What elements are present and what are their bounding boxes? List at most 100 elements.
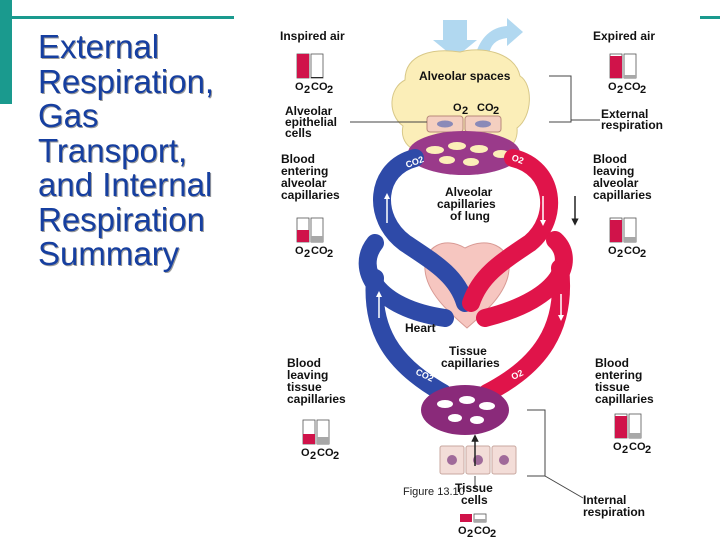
svg-text:2: 2 — [467, 528, 473, 540]
svg-text:2: 2 — [304, 248, 310, 260]
tissue-capillary-gap-3 — [479, 402, 495, 410]
label-heart: Heart — [405, 321, 436, 335]
svg-text:CO: CO — [474, 525, 491, 537]
svg-text:2: 2 — [622, 444, 628, 456]
tissue-capillary-bed — [421, 385, 509, 435]
alveolar-capillary-gap-5 — [439, 156, 455, 164]
deoxygenated-vessel-upper — [373, 149, 474, 312]
inspired-air-arrow — [433, 20, 477, 58]
label-blood-entering-tissue-1: Blood — [595, 356, 629, 370]
label-blood-leaving-alveolar-2: leaving — [593, 164, 634, 178]
svg-text:O: O — [608, 245, 617, 257]
label-alveolar-capillaries-1: Alveolar — [445, 185, 493, 199]
label-alveolar-epithelial-2: epithelial — [285, 115, 337, 129]
label-blood-entering-alveolar-2: entering — [281, 164, 328, 178]
deoxygenated-vessel-to-tissue — [365, 269, 452, 402]
label-tissue-cells-1: Tissue — [455, 481, 493, 495]
label-blood-leaving-alveolar-3: alveolar — [593, 176, 639, 190]
svg-text:CO: CO — [629, 441, 646, 453]
svg-text:O: O — [458, 525, 467, 537]
oxygenated-vessel-to-tissue — [478, 259, 571, 402]
svg-text:CO: CO — [477, 102, 494, 114]
svg-text:2: 2 — [310, 450, 316, 462]
label-blood-leaving-tissue-2: leaving — [287, 368, 328, 382]
svg-text:O: O — [608, 81, 617, 93]
vessel-label-o2-lower: O2 — [510, 368, 525, 382]
label-tissue-capillaries-2: capillaries — [441, 356, 500, 370]
svg-text:2: 2 — [640, 248, 646, 260]
label-alveolar-spaces: Alveolar spaces — [419, 69, 511, 83]
label-alveolar-epithelial-3: cells — [285, 126, 312, 140]
alveolar-capillary-gap-6 — [463, 158, 479, 166]
svg-text:CO: CO — [311, 245, 328, 257]
leader-internal-respiration — [544, 475, 584, 499]
tissue-cell-nucleus-1 — [447, 455, 457, 465]
figure-caption: Figure 13.10 — [403, 486, 465, 498]
label-external-respiration-1: External — [601, 107, 648, 121]
label-blood-leaving-tissue-3: tissue — [287, 380, 322, 394]
top-rule — [12, 16, 234, 19]
label-tissue-capillaries-1: Tissue — [449, 344, 487, 358]
svg-text:2: 2 — [304, 84, 310, 96]
alveolar-capillary-gap-3 — [470, 145, 488, 153]
epithelial-nucleus-right — [475, 120, 491, 128]
label-blood-entering-tissue-2: entering — [595, 368, 642, 382]
expired-air-arrow — [475, 18, 523, 56]
label-blood-entering-alveolar-1: Blood — [281, 152, 315, 166]
svg-text:O: O — [453, 102, 462, 114]
svg-text:CO: CO — [624, 81, 641, 93]
oxygenated-vessel-upper — [462, 149, 559, 312]
svg-text:2: 2 — [617, 84, 623, 96]
svg-text:CO: CO — [311, 81, 328, 93]
svg-text:2: 2 — [333, 450, 339, 462]
svg-text:CO: CO — [624, 245, 641, 257]
svg-text:CO: CO — [317, 447, 334, 459]
svg-text:2: 2 — [327, 248, 333, 260]
label-internal-respiration-1: Internal — [583, 493, 626, 507]
svg-text:2: 2 — [493, 105, 499, 117]
svg-text:2: 2 — [617, 248, 623, 260]
accent-bar — [0, 0, 12, 104]
bracket-external-respiration — [549, 75, 572, 123]
label-blood-entering-alveolar-4: capillaries — [281, 188, 340, 202]
label-blood-entering-alveolar-3: alveolar — [281, 176, 327, 190]
label-alveolar-capillaries-3: of lung — [450, 209, 490, 223]
svg-text:O: O — [613, 441, 622, 453]
label-blood-entering-tissue-4: capillaries — [595, 392, 654, 406]
label-expired-air: Expired air — [593, 29, 655, 43]
svg-text:O: O — [301, 447, 310, 459]
label-blood-leaving-alveolar-1: Blood — [593, 152, 627, 166]
tissue-capillary-gap-5 — [470, 416, 484, 424]
label-blood-entering-tissue-3: tissue — [595, 380, 630, 394]
svg-text:2: 2 — [490, 528, 496, 540]
svg-text:O: O — [295, 245, 304, 257]
label-blood-leaving-tissue-1: Blood — [287, 356, 321, 370]
svg-text:2: 2 — [640, 84, 646, 96]
svg-text:2: 2 — [645, 444, 651, 456]
alveolar-capillary-bed — [408, 131, 520, 175]
svg-text:2: 2 — [327, 84, 333, 96]
label-blood-leaving-tissue-4: capillaries — [287, 392, 346, 406]
label-internal-respiration-2: respiration — [583, 505, 645, 519]
epithelial-nucleus-left — [437, 120, 453, 128]
svg-text:O: O — [295, 81, 304, 93]
tissue-cell-nucleus-3 — [499, 455, 509, 465]
label-alveolar-capillaries-2: capillaries — [437, 197, 496, 211]
svg-text:2: 2 — [462, 105, 468, 117]
tissue-capillary-gap-4 — [448, 414, 462, 422]
label-blood-leaving-alveolar-4: capillaries — [593, 188, 652, 202]
bracket-internal-respiration — [527, 409, 546, 477]
alveolar-capillary-gap-2 — [448, 142, 466, 150]
label-alveolar-epithelial-1: Alveolar — [285, 104, 333, 118]
tissue-capillary-gap-2 — [459, 396, 475, 404]
alveolar-capillary-gap-1 — [426, 146, 444, 154]
